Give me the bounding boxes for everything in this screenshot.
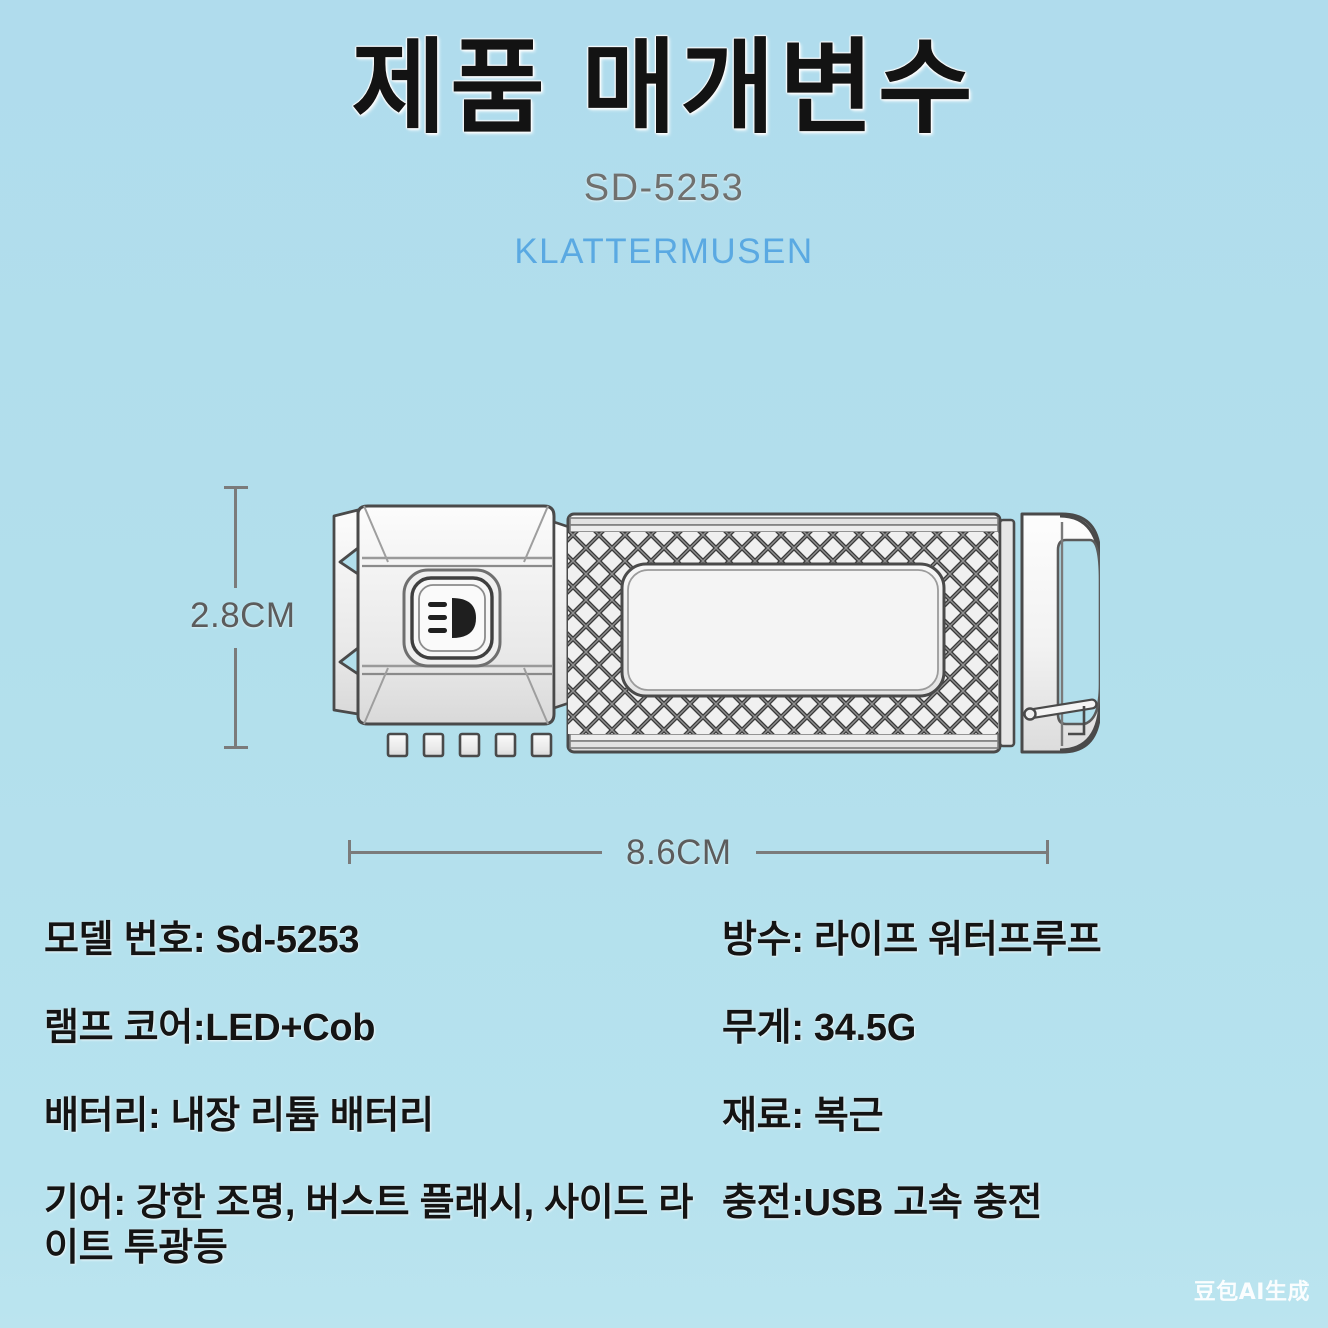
width-dim-cap-left — [348, 840, 351, 864]
flashlight-illustration — [332, 504, 1100, 758]
spec-column-right: 방수: 라이프 워터프루프 무게: 34.5G 재료: 복근 충전:USB 고속… — [722, 918, 1312, 1226]
carabiner-gate-notch — [1068, 706, 1086, 736]
body-rib-top-2 — [569, 524, 999, 533]
spec-item-weight: 무게: 34.5G — [722, 1006, 916, 1049]
width-dim-line-left — [350, 851, 602, 854]
carabiner-gate[interactable] — [1023, 698, 1098, 721]
width-dim-line-right — [756, 851, 1048, 854]
carabiner-outer-arc — [1059, 514, 1100, 752]
header: 제품 매개변수 SD-5253 KLATTERMUSEN — [0, 0, 1328, 269]
height-dimension-label: 2.8CM — [190, 596, 296, 635]
head-fins-bottom — [386, 732, 553, 758]
spec-column-left: 모델 번호: Sd-5253 램프 코어:LED+Cob 배터리: 내장 리튬 … — [44, 918, 694, 1271]
carabiner-clip — [1020, 512, 1100, 754]
spec-item-material: 재료: 복근 — [722, 1094, 884, 1137]
spec-item-waterproof: 방수: 라이프 워터프루프 — [722, 919, 1102, 961]
height-dim-cap-bottom — [224, 746, 248, 749]
body-end-collar — [998, 518, 1016, 748]
spec-item-lamp-core: 램프 코어:LED+Cob — [44, 1006, 376, 1049]
flashlight-head — [332, 504, 574, 758]
carabiner-opening — [1056, 538, 1100, 726]
ai-watermark: 豆包AI生成 — [1193, 1280, 1310, 1305]
spec-list: 모델 번호: Sd-5253 램프 코어:LED+Cob 배터리: 내장 리튬 … — [0, 918, 1328, 1278]
brand-name: KLATTERMUSEN — [514, 232, 814, 271]
height-dim-line-lower — [234, 648, 237, 748]
head-bezel-left — [332, 508, 360, 716]
page-title: 제품 매개변수 — [351, 30, 977, 145]
body-rib-bottom-2 — [569, 740, 999, 749]
headlight-beam-icon — [428, 598, 476, 638]
head-chamfer-tr — [523, 505, 549, 563]
model-code: SD-5253 — [583, 167, 745, 209]
head-chamfer-bl — [363, 667, 389, 725]
height-dim-cap-top — [224, 486, 248, 489]
power-button[interactable] — [402, 568, 502, 668]
body-rib-bottom-1 — [569, 733, 999, 742]
flashlight-body — [566, 512, 1016, 754]
cob-light-panel-inner — [627, 569, 939, 691]
spec-item-model: 모델 번호: Sd-5253 — [44, 919, 360, 961]
spec-item-gear-modes: 기어: 강한 조명, 버스트 플래시, 사이드 라이트 투광등 — [44, 1182, 693, 1270]
spec-item-charging: 충전:USB 고속 충전 — [722, 1182, 1043, 1225]
head-chamfer-tl — [363, 505, 389, 563]
height-dim-line-upper — [234, 488, 237, 588]
width-dimension-label: 8.6CM — [626, 833, 732, 872]
head-chamfer-br — [523, 667, 549, 725]
width-dim-cap-right — [1046, 840, 1049, 864]
body-rib-top-1 — [569, 517, 999, 526]
spec-item-battery: 배터리: 내장 리튬 배터리 — [44, 1094, 434, 1137]
